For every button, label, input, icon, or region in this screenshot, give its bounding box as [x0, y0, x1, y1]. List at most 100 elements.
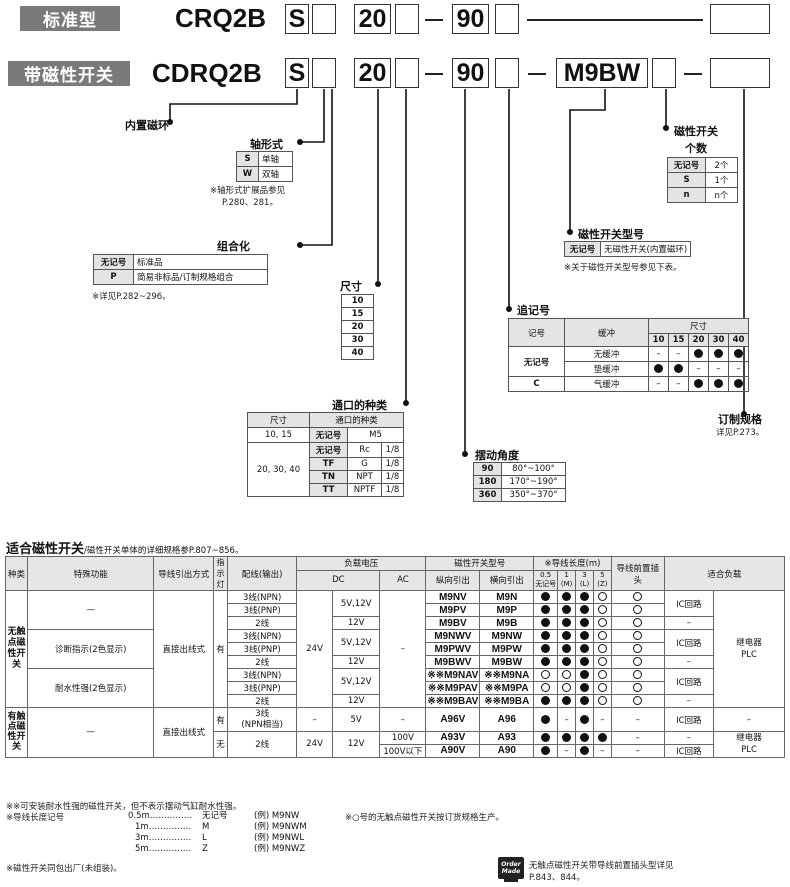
th-len-3-value: 3 [582, 571, 587, 580]
open-circle-icon [633, 618, 643, 627]
switch-table: 种类 特殊功能 导线引出方式 指示灯 配线(输出) 负载电压 磁性开关型号 ※导… [5, 556, 786, 758]
qty-desc-n: n个 [705, 187, 738, 203]
model-horizontal: M9PW [479, 642, 535, 656]
row2-box-shaft: S [285, 58, 309, 88]
length-code-example: (例) M9NWZ [254, 844, 306, 854]
standard-model-code: CRQ2B [175, 3, 267, 33]
row1-box-option [495, 4, 519, 34]
filled-dot-icon [580, 631, 589, 640]
port-code-tf: TF [309, 457, 348, 471]
length-code-example: (例) M9NWM [254, 822, 307, 832]
qty-code-n: n [667, 187, 706, 203]
row2-dash-2 [528, 73, 546, 75]
special-diag: 诊断指示(2色显示) [26, 629, 155, 669]
len-mark: – [557, 707, 577, 732]
wiring-cell: 3线(NPN) [226, 668, 298, 682]
filled-dot-icon [580, 714, 589, 724]
special-none: — [26, 590, 155, 630]
len-mark [557, 590, 577, 604]
filled-dot-icon [674, 364, 683, 373]
port-thread-g: G [347, 457, 382, 471]
len-mark [575, 694, 594, 708]
len-mark [557, 642, 577, 656]
model-vertical: M9BWV [425, 655, 481, 669]
shaft-title: 轴形式 [250, 138, 283, 151]
len-mark [533, 707, 559, 732]
model-vertical: ※※M9PAV [425, 681, 481, 695]
len-mark [533, 694, 559, 708]
section-title-row: 适合磁性开关/磁性开关单体的详细规格参P.807~856。 [6, 538, 243, 557]
th-load: 适合负载 [663, 556, 786, 591]
shaft-code-w: W [236, 166, 259, 182]
dc1-cell: 24V [296, 731, 333, 758]
len-mark [557, 681, 577, 695]
option-mark [648, 361, 669, 377]
combo-desc-std: 标准品 [133, 254, 268, 270]
filled-dot-icon [541, 657, 551, 666]
switch-model-code-none: 无记号 [564, 241, 601, 257]
filled-dot-icon [597, 732, 607, 742]
switch-model-note: ※关于磁性开关型号参见下表。 [564, 263, 682, 273]
length-code-row: 0.5m……………无记号(例) M9NW [128, 811, 307, 822]
option-size-20: 20 [688, 333, 709, 347]
len-mark [557, 694, 577, 708]
option-head-cushion: 缓冲 [564, 318, 649, 347]
indicator-reed-yes: 有 [213, 707, 228, 732]
len-mark [533, 668, 559, 682]
option-mark: – [688, 361, 709, 377]
option-size-15: 15 [668, 333, 689, 347]
order-made-note-1: 无触点磁性开关带导线前置插头型详见 [529, 861, 674, 871]
filled-dot-icon [541, 732, 551, 742]
filled-dot-icon [541, 605, 551, 614]
lead-direct-solid: 直接出线式 [153, 590, 215, 708]
open-circle-icon [597, 644, 607, 653]
len-mark [575, 743, 594, 758]
load-dash-reed: – [713, 707, 785, 732]
model-horizontal: ※※M9NA [479, 668, 535, 682]
open-circle-icon [597, 631, 607, 640]
th-vertical: 纵向引出 [425, 569, 481, 592]
section-subtitle: /磁性开关单体的详细规格参P.807~856。 [84, 546, 244, 556]
open-circle-icon [562, 683, 572, 692]
ac-cell: 100V [379, 731, 427, 745]
size-15: 15 [341, 307, 374, 321]
ac-solid: – [379, 590, 427, 708]
len-mark [557, 629, 577, 643]
len-mark: – [592, 707, 612, 732]
option-title: 追记号 [517, 304, 550, 317]
shaft-note-1: ※轴形式扩展品参见 [210, 186, 286, 196]
wiring-cell: 3线(PNP) [226, 642, 298, 656]
wiring-cell: 3线(NPN) [226, 629, 298, 643]
footnote-shipped-separately: ※磁性开关同包出厂(未组装)。 [6, 864, 122, 874]
angle-code-360: 360 [473, 488, 502, 502]
len-mark [575, 655, 594, 669]
th-len-05-value: 0.5 [540, 571, 552, 580]
open-circle-icon [633, 657, 643, 666]
option-size-30: 30 [708, 333, 729, 347]
port-size-nptf: 1/8 [381, 483, 404, 497]
size-10: 10 [341, 294, 374, 308]
filled-dot-icon [580, 605, 589, 614]
kind-reed: 有触点磁性开关 [5, 707, 28, 758]
section-title: 适合磁性开关 [6, 542, 85, 557]
port-code-tn: TN [309, 470, 348, 484]
qty-desc-1: 1个 [705, 172, 738, 188]
switch-model-table: 无记号无磁性开关(内置磁环) [564, 241, 692, 257]
model-horizontal: ※※M9BA [479, 694, 535, 708]
filled-dot-icon [562, 605, 572, 614]
filled-dot-icon [562, 732, 572, 742]
filled-dot-icon [541, 618, 551, 627]
th-indicator: 指示灯 [213, 556, 228, 591]
th-len-5-value: 5 [600, 571, 605, 580]
th-length: ※导线长度(m) [533, 556, 612, 571]
preplug-mark [610, 629, 665, 643]
dc1-cell: – [296, 707, 333, 732]
length-code-len: 3m…………… [135, 833, 192, 843]
load-relay: 继电器 [736, 733, 762, 744]
qty-desc-2: 2个 [705, 157, 738, 173]
footnote-made-to-order: ※○号的无触点磁性开关按订货规格生产。 [345, 813, 505, 823]
